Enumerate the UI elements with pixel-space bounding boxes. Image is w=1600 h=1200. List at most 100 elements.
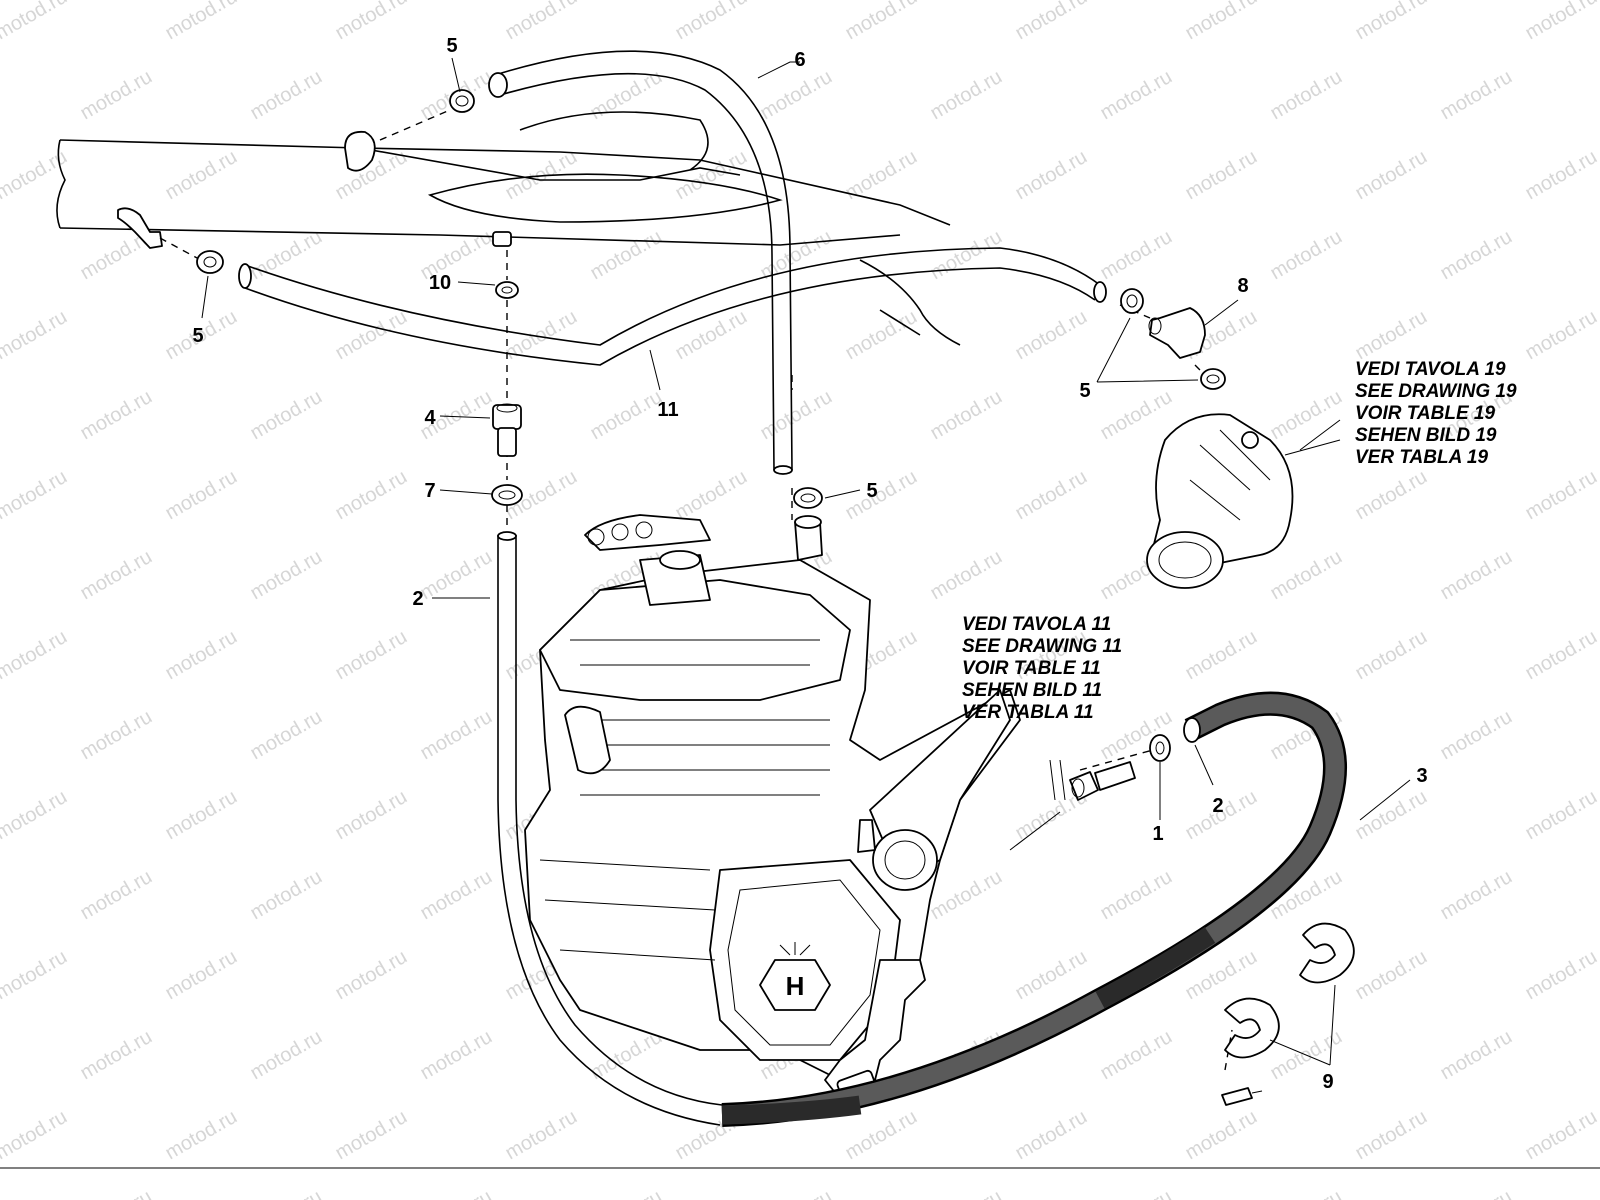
note19-line: SEHEN BILD 19 [1355, 425, 1497, 446]
watermark-text: motod.ru [1012, 146, 1091, 205]
watermark-text: motod.ru [1352, 1106, 1431, 1165]
watermark-text: motod.ru [1182, 626, 1261, 685]
watermark-text: motod.ru [162, 786, 241, 845]
watermark-text: motod.ru [757, 1186, 836, 1200]
callout-9: 9 [1322, 1071, 1333, 1093]
logo-letter: H [786, 971, 805, 1001]
hose-clamps [196, 89, 1226, 762]
callout-10: 10 [429, 272, 451, 294]
callout-6: 6 [794, 49, 805, 71]
watermark-text: motod.ru [247, 1026, 326, 1085]
watermark-text: motod.ru [1267, 546, 1346, 605]
watermark-text: motod.ru [927, 546, 1006, 605]
reference-note-drawing19: VEDI TAVOLA 19 SEE DRAWING 19 VOIR TABLE… [1355, 359, 1517, 468]
clamp-left [196, 250, 224, 274]
hose-3 [721, 691, 1347, 1127]
watermark-text: motod.ru [1097, 866, 1176, 925]
watermark-text: motod.ru [502, 1106, 581, 1165]
watermark-text: motod.ru [1267, 386, 1346, 445]
watermark-text: motod.ru [77, 546, 156, 605]
watermark-text: motod.ru [0, 626, 71, 685]
watermark-text: motod.ru [842, 466, 921, 525]
watermark-text: motod.ru [247, 386, 326, 445]
watermark-text: motod.ru [1522, 1106, 1600, 1165]
watermark-text: motod.ru [1522, 626, 1600, 685]
callout-5-left: 5 [192, 325, 203, 347]
watermark-text: motod.ru [1182, 146, 1261, 205]
watermark-text: motod.ru [927, 866, 1006, 925]
watermark-text: motod.ru [162, 946, 241, 1005]
watermark-text: motod.ru [332, 1106, 411, 1165]
callout-2-left: 2 [412, 588, 423, 610]
watermark-text: motod.ru [332, 306, 411, 365]
watermark-text: motod.ru [162, 466, 241, 525]
watermark-text: motod.ru [1012, 0, 1091, 44]
watermark-text: motod.ru [247, 866, 326, 925]
watermark-text: motod.ru [1437, 1186, 1516, 1200]
watermark-text: motod.ru [162, 626, 241, 685]
watermark-text: motod.ru [247, 1186, 326, 1200]
watermark-text: motod.ru [1522, 306, 1600, 365]
clamp-1 [1149, 734, 1171, 762]
watermark-text: motod.ru [502, 306, 581, 365]
watermark-text: motod.ru [247, 706, 326, 765]
watermark-text: motod.ru [1352, 466, 1431, 525]
leader-lines [201, 57, 1411, 1066]
watermark-text: motod.ru [332, 786, 411, 845]
watermark-text: motod.ru [1437, 546, 1516, 605]
watermark-text: motod.ru [1522, 786, 1600, 845]
callout-5-right: 5 [1079, 380, 1090, 402]
watermark-text: motod.ru [0, 946, 71, 1005]
watermark-text: motod.ru [587, 1186, 666, 1200]
watermark-text: motod.ru [1522, 466, 1600, 525]
watermark-text: motod.ru [1097, 1026, 1176, 1085]
watermark-text: motod.ru [927, 66, 1006, 125]
note11-line: SEHEN BILD 11 [962, 680, 1102, 701]
watermark-text: motod.ru [247, 226, 326, 285]
watermark-text: motod.ru [1182, 1106, 1261, 1165]
callout-11: 11 [657, 399, 678, 421]
clamp-top [449, 89, 475, 113]
watermark-text: motod.ru [1267, 66, 1346, 125]
watermark-text: motod.ru [417, 706, 496, 765]
watermark-text: motod.ru [1097, 226, 1176, 285]
watermark-text: motod.ru [672, 0, 751, 44]
watermark-text: motod.ru [1012, 466, 1091, 525]
engine-block [524, 514, 1021, 1109]
watermark-text: motod.ru [0, 146, 71, 205]
hose-6 [488, 50, 793, 475]
brand-logo: H [759, 942, 831, 1011]
watermark-text: motod.ru [247, 66, 326, 125]
callout-3: 3 [1416, 765, 1427, 787]
watermark-text: motod.ru [1437, 66, 1516, 125]
watermark-text: motod.ru [1012, 306, 1091, 365]
watermark-text: motod.ru [1352, 626, 1431, 685]
clamp-mid [793, 487, 823, 509]
watermark-text: motod.ru [1437, 226, 1516, 285]
watermark-text: motod.ru [1097, 66, 1176, 125]
watermark-text: motod.ru [1097, 1186, 1176, 1200]
watermark-text: motod.ru [247, 546, 326, 605]
watermark-text: motod.ru [417, 1026, 496, 1085]
fitting-4 [492, 403, 522, 457]
note11-line: VEDI TAVOLA 11 [962, 614, 1111, 635]
watermark-text: motod.ru [672, 466, 751, 525]
note19-line: SEE DRAWING 19 [1355, 381, 1517, 402]
watermark-text: motod.ru [77, 1026, 156, 1085]
watermark-text: motod.ru [1437, 866, 1516, 925]
watermark-text: motod.ru [927, 386, 1006, 445]
clamp-7 [491, 484, 523, 506]
clips-9 [1221, 922, 1355, 1106]
callout-7: 7 [424, 480, 435, 502]
watermark-text: motod.ru [1522, 146, 1600, 205]
clamp-right-lower [1200, 368, 1226, 390]
watermark-text: motod.ru [842, 0, 921, 44]
note11-line: SEE DRAWING 11 [962, 636, 1122, 657]
watermark-text: motod.ru [1352, 146, 1431, 205]
watermark-text: motod.ru [757, 66, 836, 125]
watermark-text: motod.ru [927, 226, 1006, 285]
watermark-text: motod.ru [0, 306, 71, 365]
fitting-drawing11 [1069, 761, 1136, 801]
watermark-text: motod.ru [1437, 1026, 1516, 1085]
watermark-text: motod.ru [77, 66, 156, 125]
